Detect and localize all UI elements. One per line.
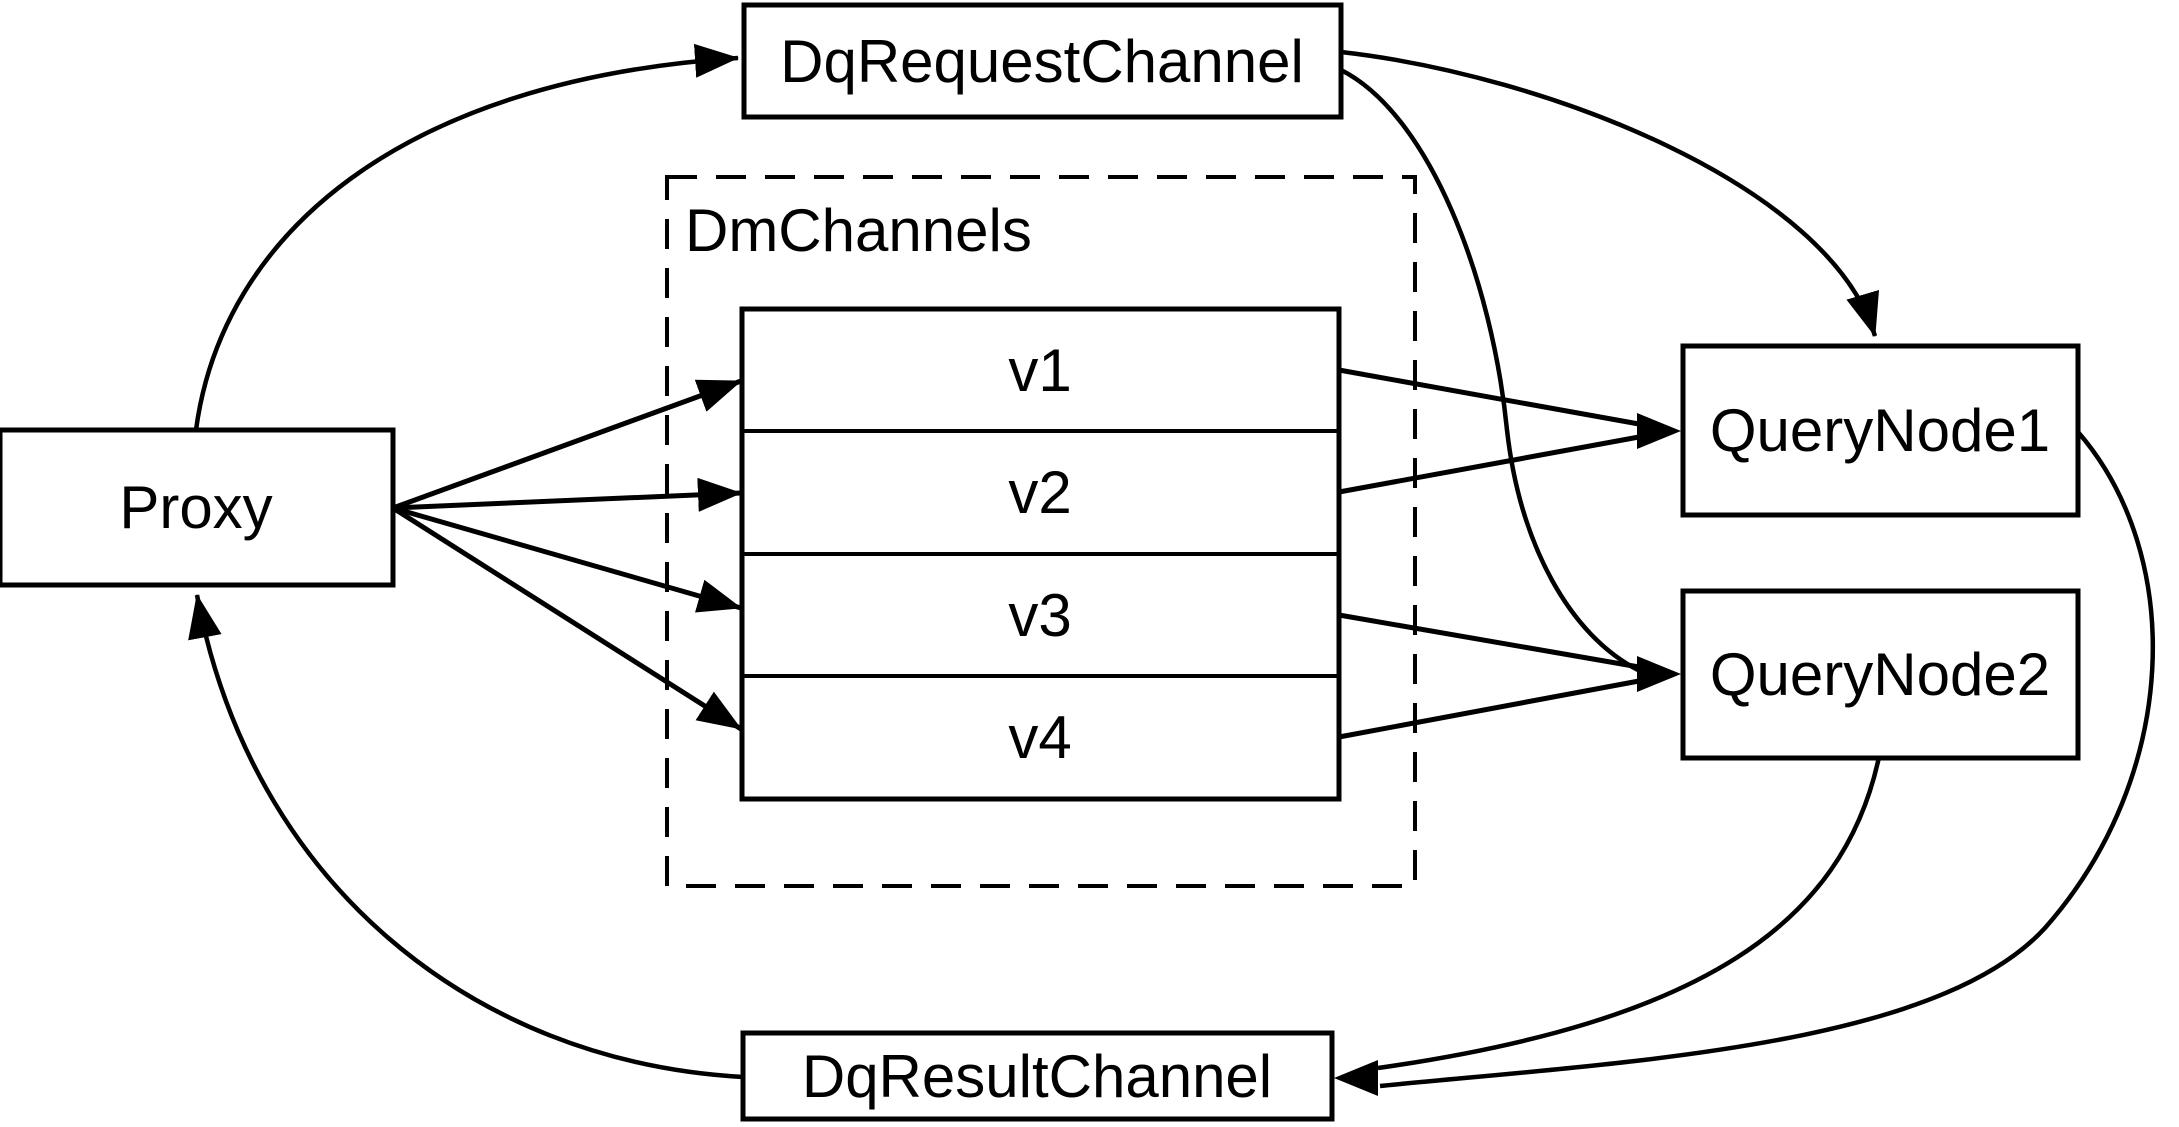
- edge-dqresultchannel-to-proxy: [188, 594, 744, 1080]
- edge-proxy-to-dqrequestchannel: [193, 43, 739, 431]
- edge-v4-to-querynode2: [1338, 678, 1640, 740]
- edge-v2-to-querynode1: [1338, 434, 1640, 495]
- arrowhead-into-querynode1: [1637, 413, 1681, 449]
- edge-dqrequestchannel-to-querynode2: [1339, 67, 1640, 672]
- edge-querynode1-to-dqresultchannel: [1379, 430, 2155, 1089]
- node-proxy-label: Proxy: [119, 474, 272, 541]
- edge-v1-to-querynode1: [1338, 367, 1640, 427]
- edge-proxy-to-v3: [392, 505, 742, 613]
- edge-proxy-to-v4: [391, 505, 743, 732]
- node-proxy: [0, 427, 396, 588]
- channel-row-v3: v3: [1008, 582, 1071, 649]
- channel-row-v2: v2: [1008, 459, 1071, 526]
- arrowhead-into-querynode2: [1637, 656, 1681, 692]
- node-dqrequestchannel-label: DqRequestChannel: [780, 28, 1304, 95]
- edge-dqrequestchannel-to-querynode1: [1340, 49, 1879, 337]
- channel-row-v1: v1: [1008, 337, 1071, 404]
- node-querynode1-label: QueryNode1: [1710, 397, 2050, 464]
- edge-v3-to-querynode2: [1338, 612, 1640, 670]
- edge-proxy-to-v1: [392, 378, 742, 511]
- node-querynode1: [1680, 343, 2081, 518]
- node-dqrequestchannel: [741, 2, 1344, 120]
- arrowhead-into-dqresultchannel: [1334, 1060, 1378, 1096]
- dmchannels-group-box: [665, 175, 1417, 888]
- edge-querynode2-to-dqresultchannel: [1377, 756, 1882, 1071]
- node-dqresultchannel: [740, 1030, 1335, 1122]
- edge-proxy-to-v2: [392, 477, 742, 512]
- node-querynode2-label: QueryNode2: [1710, 641, 2050, 708]
- channel-row-v4: v4: [1008, 704, 1071, 771]
- dmchannels-group-label: DmChannels: [685, 197, 1032, 264]
- node-dqresultchannel-label: DqResultChannel: [802, 1043, 1272, 1110]
- node-querynode2: [1680, 588, 2081, 761]
